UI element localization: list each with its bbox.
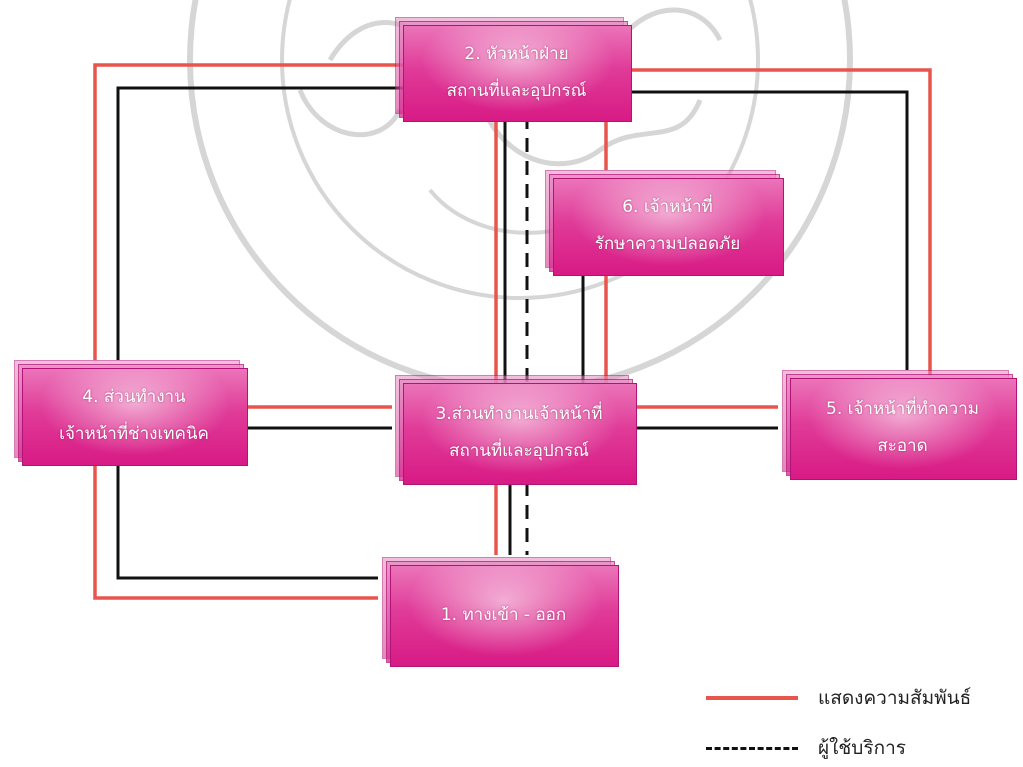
node-4-line-1: 4. ส่วนทำงาน	[82, 387, 186, 408]
legend-user-swatch	[706, 746, 798, 750]
node-2-line-1: 2. หัวหน้าฝ่าย	[464, 43, 569, 64]
legend-relation: แสดงความสัมพันธ์	[706, 683, 971, 713]
black-lines	[116, 86, 909, 580]
legend-user: ผู้ใช้บริการ	[706, 733, 906, 763]
node-technician-workspace: 4. ส่วนทำงาน เจ้าหน้าที่ช่างเทคนิค	[14, 360, 248, 466]
legend-relation-swatch	[706, 696, 798, 700]
relation-lines	[93, 63, 932, 600]
node-6-line-2: รักษาความปลอดภัย	[594, 234, 741, 254]
node-5-line-1: 5. เจ้าหน้าที่ทำความ	[826, 399, 979, 420]
node-4-line-2: เจ้าหน้าที่ช่างเทคนิค	[59, 424, 209, 444]
node-1-line-1: 1. ทางเข้า - ออก	[440, 604, 567, 625]
legend-relation-label: แสดงความสัมพันธ์	[818, 687, 972, 709]
node-head-of-facilities: 2. หัวหน้าฝ่าย สถานที่และอุปกรณ์	[395, 17, 632, 122]
node-facilities-staff-workspace: 3.ส่วนทำงานเจ้าหน้าที่ สถานที่และอุปกรณ์	[395, 375, 637, 485]
node-3-line-2: สถานที่และอุปกรณ์	[449, 441, 589, 461]
node-entrance-exit: 1. ทางเข้า - ออก	[382, 557, 619, 667]
legend-user-label: ผู้ใช้บริการ	[818, 737, 906, 759]
node-2-line-2: สถานที่และอุปกรณ์	[446, 80, 587, 101]
node-security-officer: 6. เจ้าหน้าที่ รักษาความปลอดภัย	[545, 170, 784, 276]
node-cleaning-staff: 5. เจ้าหน้าที่ทำความ สะอาด	[782, 370, 1017, 480]
node-3-line-1: 3.ส่วนทำงานเจ้าหน้าที่	[435, 404, 603, 425]
node-5-line-2: สะอาด	[877, 436, 928, 456]
node-6-line-1: 6. เจ้าหน้าที่	[622, 197, 713, 218]
